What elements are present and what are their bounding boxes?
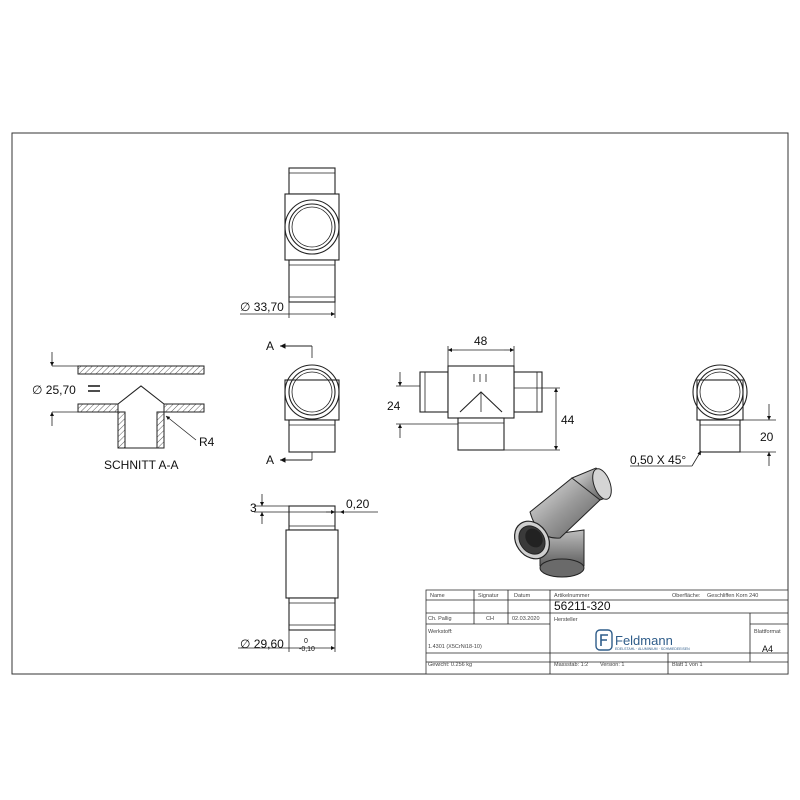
bottom-tol-lower: -0,10 xyxy=(299,646,315,653)
section-diameter-label: ∅ 25,70 xyxy=(32,383,76,397)
side-view: 48 24 44 xyxy=(387,334,575,451)
tb-surface: Geschliffen Korn 240 xyxy=(707,593,758,599)
tb-date: 02.03.2020 xyxy=(512,616,540,622)
tb-version: Version: 1 xyxy=(600,662,624,668)
bottom-view: 3 0,20 ∅ 29,60 0 -0,10 xyxy=(238,494,378,653)
front-view: A A xyxy=(266,339,340,467)
section-radius-label: R4 xyxy=(199,435,215,449)
tb-header-format: Blattformat xyxy=(754,629,781,635)
logo-subtext: EDELSTAHL · ALUMINIUM · SCHMIEDEEISEN xyxy=(615,647,690,651)
side-height-left-label: 24 xyxy=(387,399,401,413)
tb-header-surface: Oberfläche: xyxy=(672,593,701,599)
tb-sheet: Blatt 1 von 1 xyxy=(672,662,703,668)
side-height-right-label: 44 xyxy=(561,413,575,427)
tb-scale: Massstab: 1:2 xyxy=(554,662,588,668)
tb-signature: CH xyxy=(486,616,494,622)
bottom-dim-left-label: 3 xyxy=(250,501,257,515)
drawing-frame xyxy=(11,132,789,675)
tb-checked-by: Ch. Pallig xyxy=(428,616,452,622)
tb-header-article: Artikelnummer xyxy=(554,593,590,599)
section-view: ∅ 25,70 R4 SCHNITT A-A xyxy=(32,352,215,472)
bottom-dim-right-label: 0,20 xyxy=(346,497,370,511)
tb-format: A4 xyxy=(762,644,773,654)
right-height-label: 20 xyxy=(760,430,774,444)
isometric-view xyxy=(513,467,612,578)
right-chamfer-label: 0,50 X 45° xyxy=(630,453,686,467)
logo-text: Feldmann xyxy=(615,633,673,648)
tb-header-date: Datum xyxy=(514,593,531,599)
title-block: Name Signatur Datum Artikelnummer Oberfl… xyxy=(425,589,789,675)
tb-manufacturer-label: Hersteller xyxy=(554,617,578,623)
tb-material: 1.4301 (X5CrNi18-10) xyxy=(428,644,482,650)
cut-label-bottom: A xyxy=(266,453,274,467)
top-view-diameter-label: ∅ 33,70 xyxy=(240,300,284,314)
tb-weight: Gewicht: 0.256 kg xyxy=(428,662,472,668)
tb-material-label: Werkstoff: xyxy=(428,629,453,635)
bottom-diameter-label: ∅ 29,60 xyxy=(240,637,284,651)
bottom-tol-upper: 0 xyxy=(304,638,308,645)
right-view: 20 0,50 X 45° xyxy=(630,364,776,467)
tb-article-number: 56211-320 xyxy=(554,599,611,613)
side-width-label: 48 xyxy=(474,334,488,348)
tb-header-name: Name xyxy=(430,593,445,599)
cut-label-top: A xyxy=(266,339,274,353)
feldmann-logo: Feldmann EDELSTAHL · ALUMINIUM · SCHMIED… xyxy=(595,629,690,651)
section-caption: SCHNITT A-A xyxy=(104,458,178,472)
tb-header-signature: Signatur xyxy=(478,593,499,599)
top-view: ∅ 33,70 xyxy=(240,167,340,318)
